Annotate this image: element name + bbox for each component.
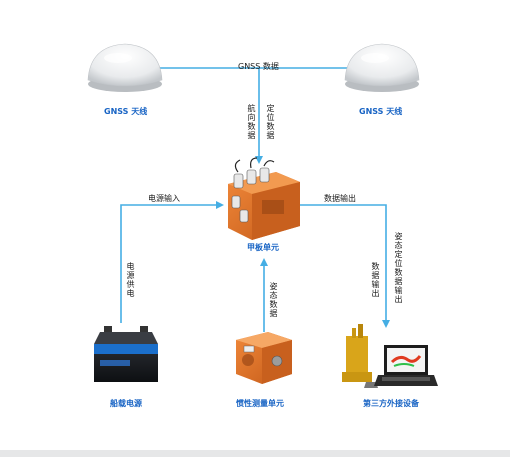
gnss-antenna-left-icon: [87, 43, 163, 92]
third-party-caption: 第三方外接设备: [363, 399, 419, 408]
attitude-data-label: 姿态数据: [269, 282, 278, 318]
attitude-position-output-label: 姿态定位数据输出: [394, 232, 403, 304]
gnss-antenna-right-icon: [344, 43, 420, 92]
imu-caption: 惯性测量单元: [236, 399, 284, 408]
gnss-data-label: GNSS 数据: [238, 62, 279, 71]
power-input-label: 电源输入: [148, 194, 180, 203]
laptop-icon: [374, 345, 438, 386]
third-party-device-icon: [342, 324, 378, 388]
deck-unit-icon: [228, 157, 300, 240]
battery-caption: 船载电源: [110, 399, 142, 408]
data-output-arrow: [300, 204, 390, 328]
power-supply-label: 电源供电: [126, 262, 135, 298]
battery-icon: [94, 326, 158, 382]
data-output-label: 数据输出: [324, 194, 356, 203]
heading-data-label: 航向数据: [247, 104, 256, 140]
data-output-vertical-label: 数据输出: [371, 262, 380, 298]
imu-icon: [236, 332, 292, 384]
position-data-label: 定位数据: [266, 104, 275, 140]
deck-unit-caption: 甲板单元: [247, 243, 279, 252]
power-input-arrow: [120, 201, 224, 323]
bottom-strip: [0, 450, 510, 457]
gnss-antenna-right-caption: GNSS 天线: [359, 107, 403, 116]
gnss-antenna-left-caption: GNSS 天线: [104, 107, 148, 116]
